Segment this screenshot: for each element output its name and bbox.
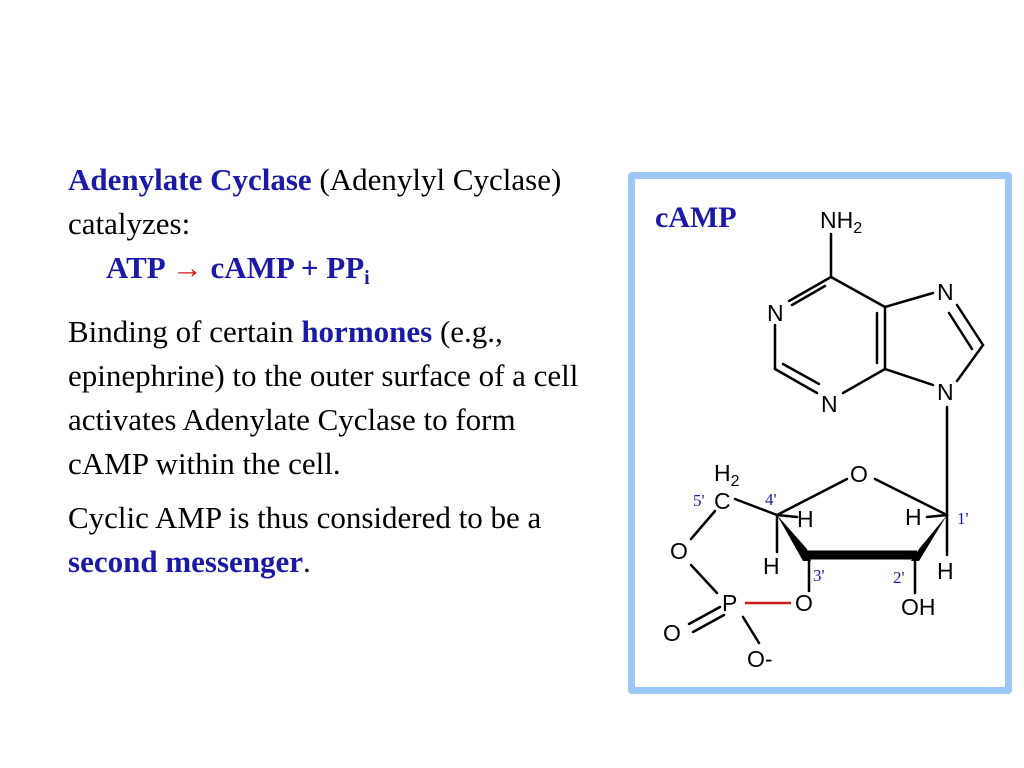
atom-h4: H xyxy=(797,506,814,532)
bond-c5-n7 xyxy=(883,291,935,309)
arrow-right-icon: → xyxy=(171,250,203,285)
hormones-highlight: hormones xyxy=(301,314,433,349)
hormones-post: (e.g., epinephrine) to the outer surface… xyxy=(68,314,579,481)
hormones-pre: Binding of certain xyxy=(68,314,302,349)
camp-structure-diagram: NH2 N N N N O H2 C O P O O- O OH H H H H… xyxy=(663,207,985,672)
atom-c5: C xyxy=(714,488,731,514)
bond-p-o-minus xyxy=(741,615,761,645)
equation-subscript: i xyxy=(364,267,370,289)
bond-c4-o-ring xyxy=(775,477,849,517)
atom-o3: O xyxy=(795,590,813,616)
wedge-c1-c2 xyxy=(911,515,947,561)
messenger-post: . xyxy=(303,544,311,579)
enzyme-alt-name: (Adenylyl Cyclase) catalyzes: xyxy=(68,162,562,241)
atom-n3: N xyxy=(821,391,838,417)
bond-o5-p xyxy=(689,563,719,595)
bond-c8-n9 xyxy=(955,343,985,383)
position-5: 5' xyxy=(693,491,705,510)
bond-n7-c8-double xyxy=(947,311,974,351)
bond-c5-c6 xyxy=(829,275,887,309)
atom-o5: O xyxy=(670,538,688,564)
paragraph-second-messenger: Cyclic AMP is thus considered to be a se… xyxy=(68,496,588,584)
bond-c2-n3-double xyxy=(781,362,821,386)
bond-n3-c4 xyxy=(841,367,887,395)
atom-p: P xyxy=(722,590,737,616)
bond-n7-c8 xyxy=(955,303,985,347)
paragraph-hormones: Binding of certain hormones (e.g., epine… xyxy=(68,310,588,486)
bond-p-o-double-1 xyxy=(687,605,722,626)
atom-nh2: NH2 xyxy=(820,207,862,237)
position-1: 1' xyxy=(957,509,969,528)
paragraph-enzyme: Adenylate Cyclase (Adenylyl Cyclase) cat… xyxy=(68,158,588,246)
atom-o-minus: O- xyxy=(747,646,773,672)
position-3: 3' xyxy=(813,566,825,585)
atom-n7: N xyxy=(937,279,954,305)
bond-p-o-double-2 xyxy=(691,613,726,634)
bond-n9-c4 xyxy=(883,367,935,387)
bond-c6-n1 xyxy=(787,275,833,303)
bond-c6-n1-double xyxy=(790,284,827,307)
enzyme-name: Adenylate Cyclase xyxy=(68,162,312,197)
bond-c5-c4 xyxy=(733,497,779,517)
bond-o-ring-c1 xyxy=(873,477,949,517)
bond-c5-o5 xyxy=(689,509,717,541)
equation-lhs: ATP xyxy=(106,250,164,285)
atom-h1: H xyxy=(905,504,922,530)
wedge-c4-c3 xyxy=(777,515,811,561)
reaction-equation: ATP → cAMP + PPi xyxy=(68,246,588,300)
atom-p-double-o: O xyxy=(663,620,681,646)
camp-structure-panel: cAMP xyxy=(628,172,1012,694)
atom-ring-o: O xyxy=(850,461,868,487)
position-4: 4' xyxy=(765,490,777,509)
messenger-pre: Cyclic AMP is thus considered to be a xyxy=(68,500,542,535)
atom-h3: H xyxy=(763,553,780,579)
atom-c5-h2: H2 xyxy=(714,460,740,490)
bond-c1-h xyxy=(925,513,949,519)
atom-h2: H xyxy=(937,558,954,584)
structure-title: cAMP xyxy=(655,201,737,234)
equation-rhs: cAMP + PP xyxy=(210,250,365,285)
bond-c2-n3 xyxy=(773,367,819,395)
messenger-highlight: second messenger xyxy=(68,544,304,579)
text-block: Adenylate Cyclase (Adenylyl Cyclase) cat… xyxy=(68,158,588,584)
position-2: 2' xyxy=(893,568,905,587)
bond-c4-h xyxy=(775,513,799,519)
atom-n1: N xyxy=(767,300,784,326)
atom-n9: N xyxy=(937,379,954,405)
atom-oh: OH xyxy=(901,594,936,620)
